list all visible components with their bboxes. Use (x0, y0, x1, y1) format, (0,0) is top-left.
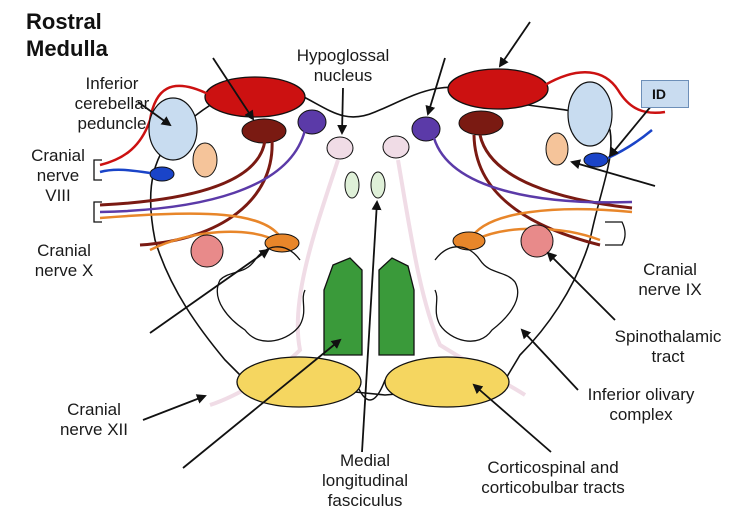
arrow-mlf (361, 200, 382, 453)
spinal-trigeminal-nucleus-left (192, 142, 218, 178)
medial-lemniscus-right (378, 257, 415, 356)
mlf-left (344, 171, 360, 199)
vestibular-nucleus-right (567, 81, 613, 147)
solitary-nucleus-right (411, 116, 441, 142)
label-spinothalamic-tract: Spinothalamic tract (614, 327, 722, 366)
vestibular-nucleus-left (148, 97, 198, 161)
arrow-vestibular-left (137, 101, 172, 127)
nucleus-ambiguus-left (264, 233, 300, 253)
label-hypoglossal-nucleus: Hypoglossal nucleus (296, 46, 390, 85)
arrow-id-badge (608, 104, 653, 158)
cn9-bracket-right (605, 221, 626, 246)
diagram-title: Rostral Medulla (26, 9, 108, 61)
arrow-solitary-right (425, 57, 446, 116)
nerve-fibers-orange-right (468, 207, 633, 241)
hypoglossal-nucleus-right (382, 135, 410, 159)
blue-fiber-right (607, 129, 653, 160)
inferior-olive-right (434, 246, 519, 342)
arrow-medial-lemniscus (182, 338, 342, 469)
nerve-fibers-purple-right (432, 137, 633, 204)
spinothalamic-tract-left (190, 234, 224, 268)
inferior-cerebellar-peduncle-left (204, 76, 306, 118)
nerve-fibers-purple-left (99, 129, 307, 214)
nerve-fibers-dark-red-left (99, 139, 267, 207)
nerve-fibers-dark-red-right (478, 134, 633, 210)
label-inferior-cerebellar-peduncle: Inferior cerebellar peduncle (74, 74, 150, 133)
hypoglossal-nucleus-left (326, 136, 354, 160)
cn8-bracket (93, 159, 102, 181)
mlf-right (370, 171, 386, 199)
dorsal-vagal-nucleus-right (458, 110, 504, 136)
label-corticospinal-corticobulbar: Corticospinal and corticobulbar tracts (481, 458, 625, 497)
medial-lemniscus-left (323, 257, 363, 356)
label-cranial-nerve-ix: Cranial nerve IX (638, 260, 702, 299)
arrow-hypoglossal-nucleus (337, 87, 348, 135)
cochlear-nucleus-right (583, 152, 609, 168)
id-badge: ID (641, 80, 689, 108)
nerve-fibers-orange-left (99, 212, 285, 243)
pyramid-left (236, 356, 362, 408)
medulla-outline (149, 86, 612, 396)
dorsal-vagal-nucleus-left (241, 118, 287, 144)
arrow-icp-right (498, 21, 531, 68)
label-cranial-nerve-viii: Cranial nerve VIII (31, 146, 85, 205)
spinal-trigeminal-nucleus-right (545, 132, 569, 166)
inferior-cerebellar-peduncle-right (447, 68, 549, 110)
label-medial-longitudinal-fasciculus: Medial longitudinal fasciculus (321, 451, 408, 510)
blue-fiber-left (99, 168, 151, 175)
arrow-spinothalamic (546, 251, 616, 321)
cn9-10-bracket-left (93, 201, 102, 223)
nerve-fibers-orange-left-2 (149, 230, 279, 252)
inferior-olive-left (216, 246, 306, 342)
spinothalamic-tract-right (520, 224, 554, 258)
arrow-corticospinal (472, 383, 552, 453)
cochlear-nucleus-left (149, 166, 175, 182)
arrow-cranial-nerve-xii (142, 394, 207, 421)
pyramid-right (384, 356, 510, 408)
arrow-peach-right (570, 159, 656, 187)
arrow-inferior-olive (520, 328, 579, 391)
solitary-nucleus-left (297, 109, 327, 135)
label-cranial-nerve-xii: Cranial nerve XII (59, 400, 129, 439)
label-cranial-nerve-x: Cranial nerve X (34, 241, 94, 280)
label-inferior-olivary-complex: Inferior olivary complex (587, 385, 695, 424)
nerve-fibers-dark-red-right-2 (472, 134, 601, 247)
arrow-nucleus-ambiguus-left (149, 248, 270, 334)
arrow-dorsal-vagal-left (212, 57, 255, 121)
